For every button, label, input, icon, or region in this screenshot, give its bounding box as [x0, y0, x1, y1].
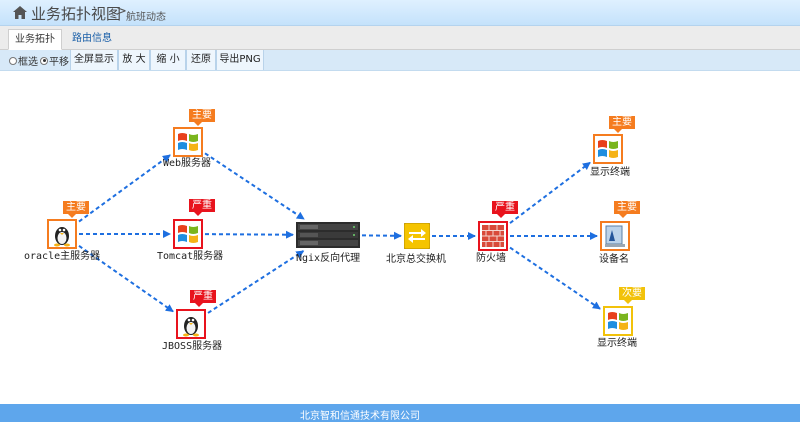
edge-oracle-jboss[interactable]	[78, 245, 174, 313]
severity-badge-main: 主要	[609, 116, 635, 133]
edge-firewall-terminal1[interactable]	[509, 161, 591, 224]
edge-oracle-web[interactable]	[78, 154, 171, 223]
company-name: 北京智和信通技术有限公司	[300, 411, 420, 422]
node-web-server[interactable]	[173, 127, 203, 157]
node-core-switch[interactable]	[404, 223, 430, 249]
fullscreen-button[interactable]: 全屏显示	[70, 50, 118, 70]
breadcrumb-subtitle[interactable]: 航班动态	[126, 12, 166, 23]
rack-proxy-icon	[296, 222, 360, 248]
toolbar: 框选 平移 全屏显示 放 大 缩 小 还原 导出PNG	[0, 50, 800, 71]
footer: 北京智和信通技术有限公司	[0, 404, 800, 422]
severity-badge-minor: 次要	[619, 287, 645, 304]
node-label-firewall: 防火墙	[476, 253, 506, 264]
node-label-switch: 北京总交换机	[386, 254, 446, 265]
linux-server-icon	[176, 309, 206, 339]
mode-pan-label: 平移	[49, 57, 69, 68]
tab-business-topology[interactable]: 业务拓扑	[8, 29, 62, 50]
edge-web-nginx[interactable]	[204, 152, 305, 220]
edge-tomcat-nginx[interactable]	[204, 230, 294, 239]
windows-terminal-icon	[603, 306, 633, 336]
page-title: 业务拓扑视图	[31, 6, 122, 23]
home-icon[interactable]	[13, 6, 27, 19]
switch-icon	[404, 223, 430, 249]
node-terminal-1[interactable]	[593, 134, 623, 164]
windows-server-icon	[173, 127, 203, 157]
node-oracle-server[interactable]	[47, 219, 77, 249]
edge-jboss-nginx[interactable]	[207, 250, 305, 314]
severity-badge-main: 主要	[614, 201, 640, 218]
firewall-icon	[478, 221, 508, 251]
breadcrumb-separator: >	[116, 4, 127, 19]
windows-server-icon	[173, 219, 203, 249]
edge-firewall-terminal2[interactable]	[509, 246, 601, 310]
linux-server-icon	[47, 219, 77, 249]
topology-canvas[interactable]: 主要 oracle主服务器 主要 Web服务器 严重 Tom	[0, 71, 800, 404]
node-label-nginx: Ngix反向代理	[296, 253, 361, 264]
radio-checked-icon[interactable]	[40, 56, 48, 65]
node-label-terminal-2: 显示终端	[597, 338, 637, 349]
severity-badge-main: 主要	[63, 201, 89, 218]
export-png-button[interactable]: 导出PNG	[216, 50, 264, 70]
radio-unchecked-icon[interactable]	[9, 56, 17, 65]
severity-badge-critical: 严重	[492, 201, 518, 218]
node-nginx-proxy[interactable]	[296, 222, 360, 248]
reset-button[interactable]: 还原	[186, 50, 216, 70]
edge-layer	[78, 152, 601, 314]
device-icon	[600, 221, 630, 251]
node-label-device: 设备名	[599, 254, 629, 265]
mode-select-label: 框选	[18, 57, 38, 68]
zoom-out-button[interactable]: 缩 小	[150, 50, 186, 70]
severity-badge-main: 主要	[189, 109, 215, 126]
title-bar: 业务拓扑视图 > 航班动态	[0, 0, 800, 26]
node-device[interactable]	[600, 221, 630, 251]
tab-bar: 业务拓扑 路由信息	[0, 26, 800, 50]
node-label-oracle: oracle主服务器	[24, 251, 101, 262]
zoom-in-button[interactable]: 放 大	[118, 50, 150, 70]
mode-pan-radio[interactable]: 平移	[40, 54, 69, 68]
node-label-terminal-1: 显示终端	[590, 167, 630, 178]
node-tomcat-server[interactable]	[173, 219, 203, 249]
node-label-jboss: JBOSS服务器	[162, 341, 223, 352]
node-label-tomcat: Tomcat服务器	[157, 251, 224, 262]
node-label-web: Web服务器	[163, 158, 212, 169]
node-terminal-2[interactable]	[603, 306, 633, 336]
node-jboss-server[interactable]	[176, 309, 206, 339]
severity-badge-critical: 严重	[189, 199, 215, 216]
tab-route-info[interactable]: 路由信息	[72, 33, 112, 44]
node-firewall[interactable]	[478, 221, 508, 251]
severity-badge-critical: 严重	[190, 290, 216, 307]
mode-select-radio[interactable]: 框选	[9, 54, 38, 68]
windows-terminal-icon	[593, 134, 623, 164]
